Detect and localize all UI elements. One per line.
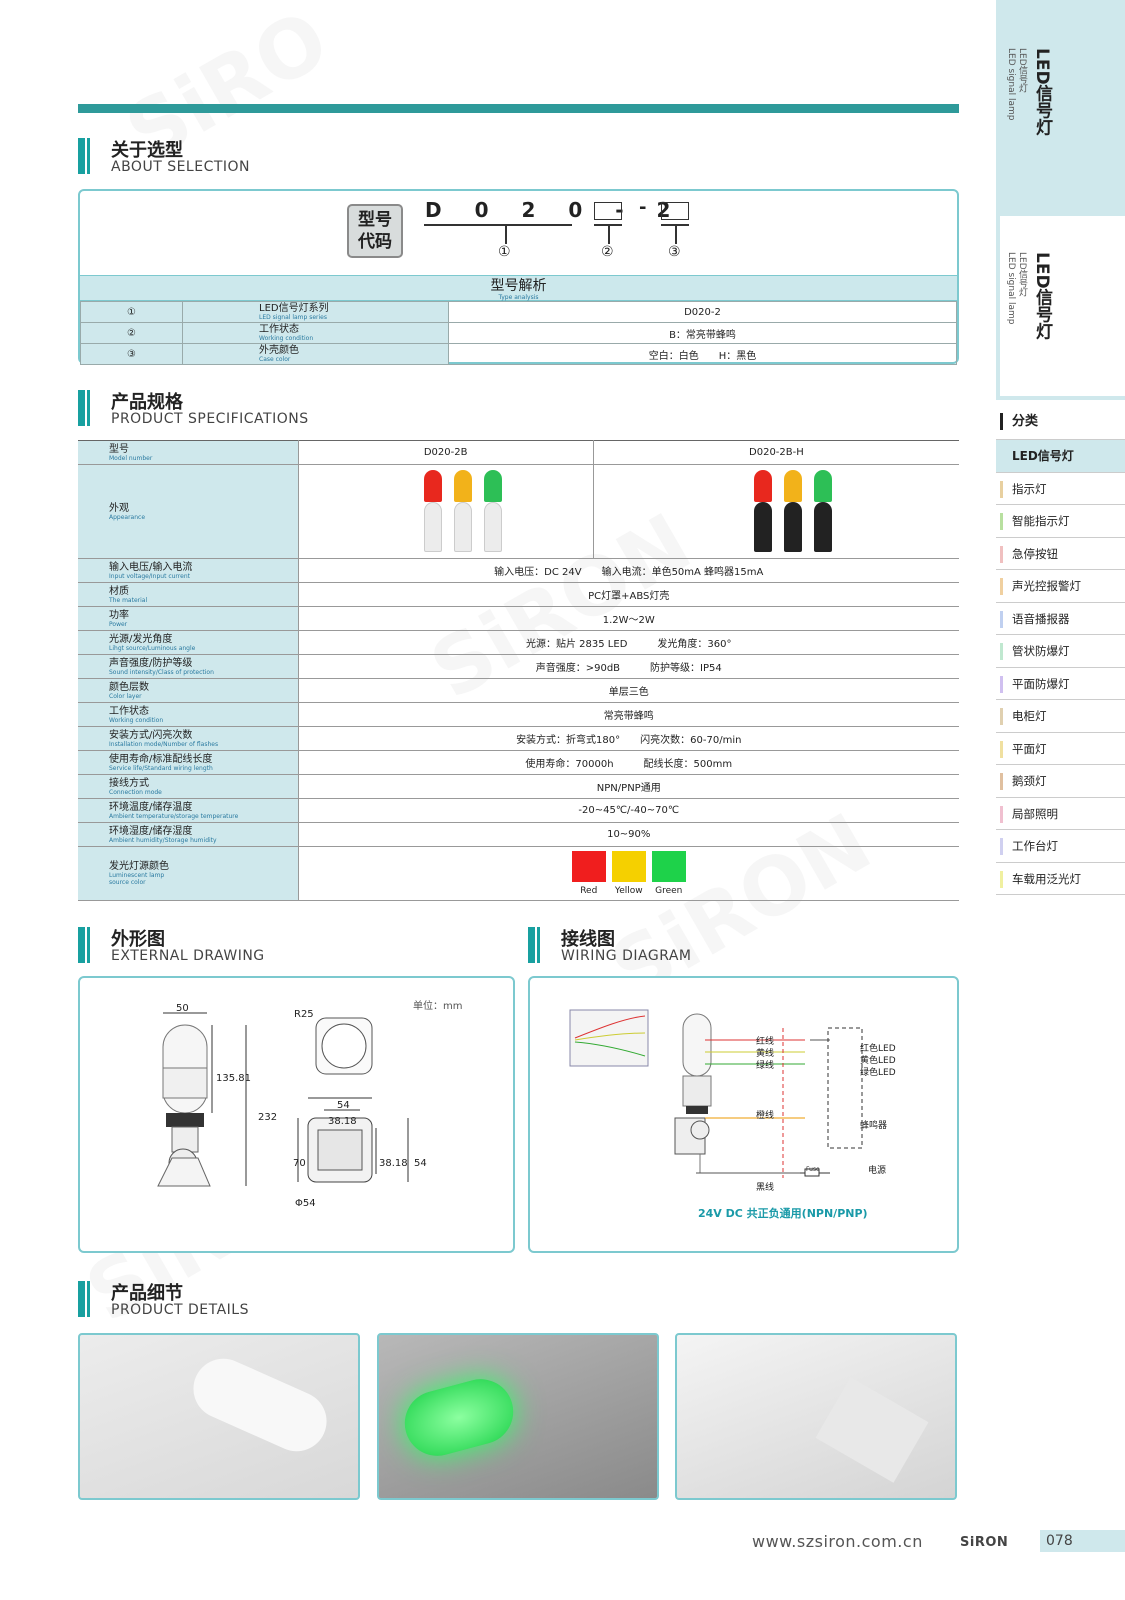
sidebar-item[interactable]: 平面灯: [996, 733, 1125, 765]
code-marker-3: ③: [668, 244, 681, 260]
code-slot-2: [594, 202, 622, 220]
section-about-selection: 关于选型 ABOUT SELECTION: [78, 136, 378, 178]
code-marker-2: ②: [601, 244, 614, 260]
sidebar-item[interactable]: 急停按钮: [996, 538, 1125, 570]
type-analysis-header: 型号解析 Type analysis: [80, 275, 957, 301]
model-code-label: 型号代码: [347, 204, 403, 258]
wiring-diagram: [569, 1009, 863, 1178]
section-external-drawing: 外形图 EXTERNAL DRAWING: [78, 925, 378, 967]
swatch-green: [651, 851, 686, 882]
swatch-yellow: [611, 851, 646, 882]
external-drawing-panel: [78, 976, 515, 1253]
code-underline: [424, 224, 572, 226]
detail-photo-2: [377, 1333, 659, 1500]
sidebar-item[interactable]: 声光控报警灯: [996, 570, 1125, 603]
section-title-en: ABOUT SELECTION: [111, 159, 251, 175]
code-slot-3: [661, 202, 689, 220]
sidebar-item[interactable]: 管状防爆灯: [996, 635, 1125, 668]
sidebar-item[interactable]: 局部照明: [996, 798, 1125, 830]
detail-photo-3: [675, 1333, 957, 1500]
footer-url[interactable]: www.szsiron.com.cn: [752, 1532, 923, 1551]
code-dash: -: [639, 197, 647, 218]
model-code-prefix: D 0 2 0 - 2: [425, 198, 684, 222]
section-product-details: 产品细节 PRODUCT DETAILS: [78, 1279, 378, 1321]
sidebar-item-led[interactable]: LED信号灯: [996, 440, 1125, 473]
section-wiring-diagram: 接线图 WIRING DIAGRAM: [528, 925, 828, 967]
sidebar-item[interactable]: 鹅颈灯: [996, 765, 1125, 798]
section-title-cn: 关于选型: [111, 140, 183, 161]
sidebar-item[interactable]: 语音播报器: [996, 603, 1125, 635]
appearance-black: [593, 464, 959, 559]
sidebar-item[interactable]: 工作台灯: [996, 830, 1125, 863]
appearance-white: [298, 464, 594, 559]
external-drawing: [157, 1012, 409, 1187]
swatch-red: [571, 851, 606, 882]
code-marker-1: ①: [498, 244, 511, 260]
sidebar-item[interactable]: 车载用泛光灯: [996, 863, 1125, 895]
page-number: 078: [1040, 1530, 1125, 1552]
sidebar-item[interactable]: 智能指示灯: [996, 505, 1125, 538]
sidebar-heading: 分类: [996, 405, 1125, 440]
top-rule: [78, 104, 959, 113]
footer-logo: SiRON: [960, 1535, 1009, 1550]
sidebar-item[interactable]: 平面防爆灯: [996, 668, 1125, 700]
sidebar-category-list: 分类 LED信号灯 指示灯 智能指示灯 急停按钮 声光控报警灯 语音播报器 管状…: [996, 405, 1125, 895]
section-product-specs: 产品规格 PRODUCT SPECIFICATIONS: [78, 388, 398, 430]
sidebar-item[interactable]: 电柜灯: [996, 700, 1125, 733]
detail-photo-1: [78, 1333, 360, 1500]
sidebar-item[interactable]: 指示灯: [996, 473, 1125, 505]
unit-label: 单位：mm: [413, 1001, 463, 1012]
wiring-caption: 24V DC 共正负通用(NPN/PNP): [698, 1207, 868, 1220]
